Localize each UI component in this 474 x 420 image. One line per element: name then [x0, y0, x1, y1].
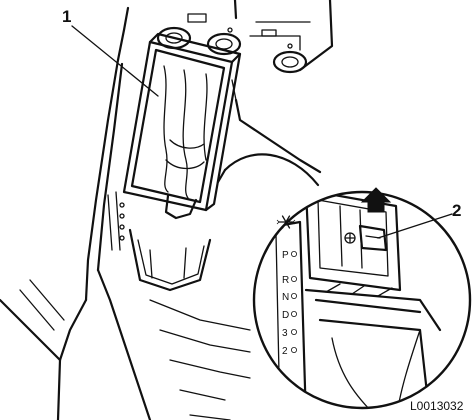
reference-code: L0013032	[410, 399, 464, 413]
snowflake-icon	[276, 215, 296, 229]
gear-label-3: 3	[282, 328, 288, 339]
gear-position-labels: P R N D 3 2	[282, 250, 297, 357]
arrow-up-icon	[360, 187, 392, 213]
gear-label-p: P	[282, 250, 289, 261]
callout-1: 1	[62, 7, 159, 97]
dashboard-controls	[156, 13, 308, 74]
gear-label-d: D	[282, 310, 289, 321]
gear-lever-boot	[122, 32, 242, 220]
gear-label-n: N	[282, 292, 289, 303]
center-console	[0, 0, 334, 420]
callout-2: 2	[377, 201, 461, 239]
detail-view	[216, 153, 472, 410]
svg-text:2: 2	[452, 201, 461, 220]
gear-label-r: R	[282, 275, 289, 286]
gear-label-2: 2	[282, 346, 288, 357]
svg-text:1: 1	[62, 7, 71, 26]
